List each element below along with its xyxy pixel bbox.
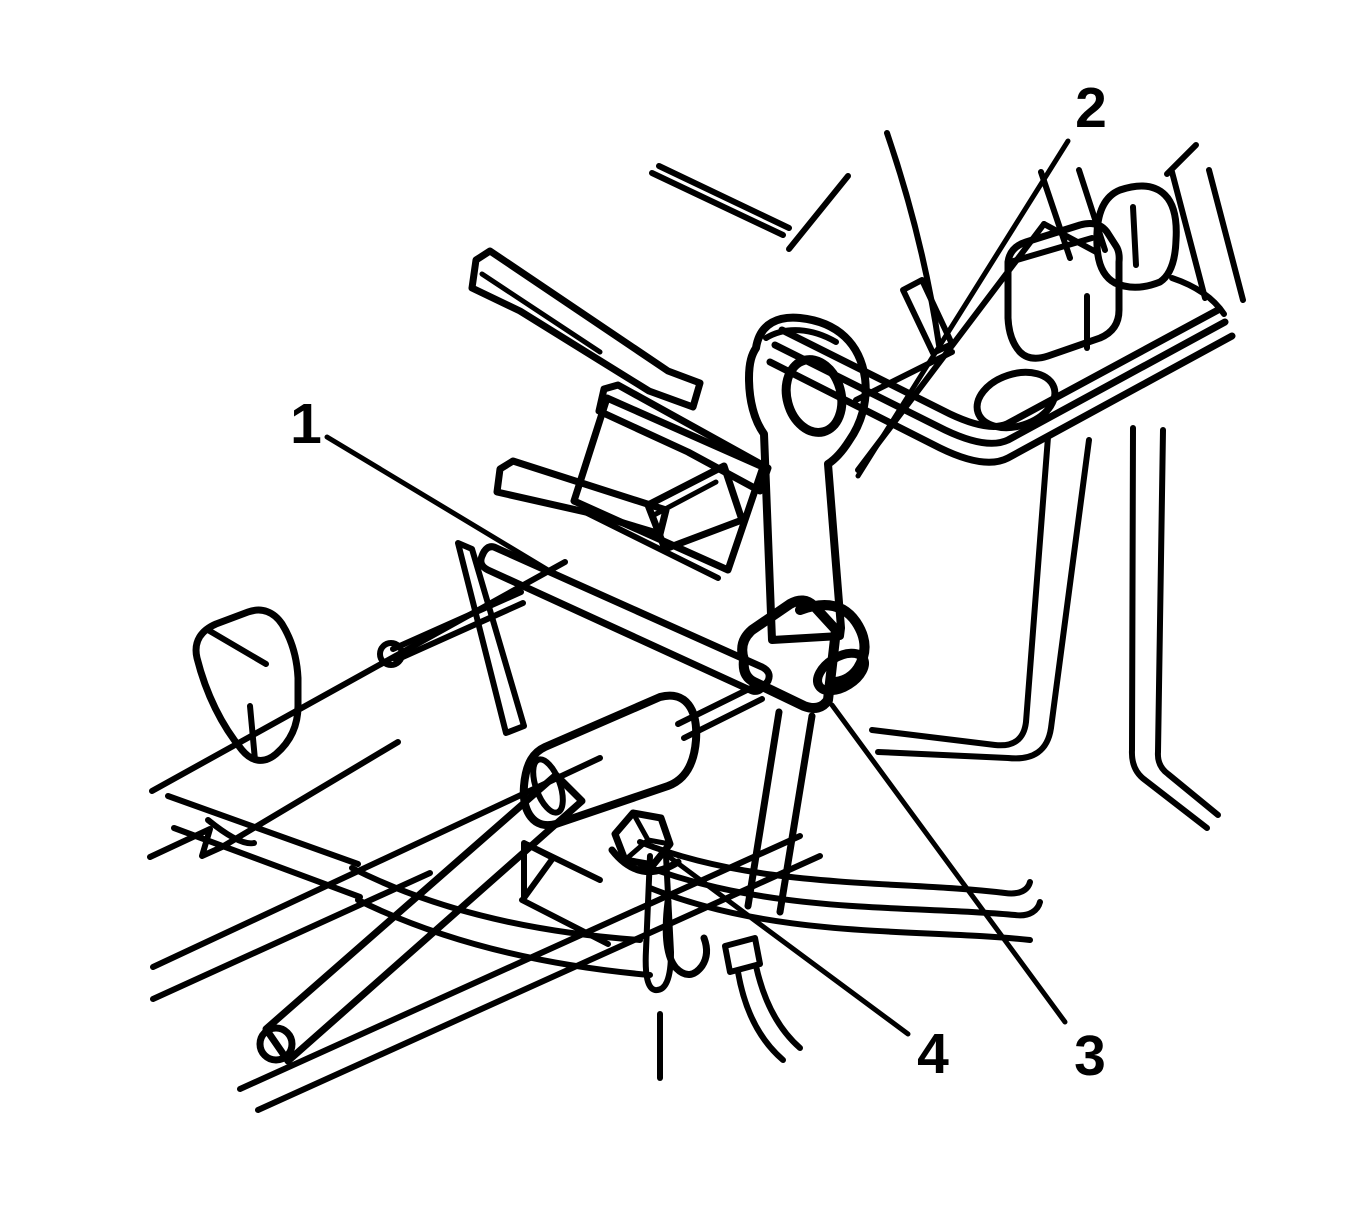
lower-right-rails	[637, 839, 1043, 943]
callout-1-leader	[324, 434, 556, 576]
callout-2-label: 2	[1075, 76, 1107, 140]
callout-2-leader	[855, 138, 1071, 479]
lever-arm	[745, 313, 870, 644]
plate-parallelogram	[570, 394, 767, 574]
blade-middle	[595, 381, 772, 495]
clip-pin	[813, 648, 869, 696]
clamp-cylinder	[519, 691, 701, 830]
selector-lever	[744, 313, 870, 916]
rubber-boss	[192, 606, 302, 764]
callout-3-label: 3	[1074, 1024, 1106, 1088]
hex-bolt	[611, 809, 674, 869]
cable-end-clip	[737, 595, 870, 713]
lever-eye-hole	[781, 355, 847, 437]
callout-1-label: 1	[290, 392, 322, 456]
callout-3-leader	[829, 702, 1068, 1025]
cable-tube	[256, 771, 586, 1065]
j-hook	[662, 898, 711, 978]
blade-upper	[468, 247, 704, 411]
plate-boss	[1004, 220, 1123, 362]
left-boss-bracket	[165, 606, 653, 978]
bracket-plates	[377, 163, 792, 736]
cable-clamp	[519, 682, 765, 876]
callout-4-label: 4	[917, 1022, 949, 1086]
crossmember-plate	[766, 182, 1236, 466]
crossmember-legs	[869, 142, 1246, 831]
grommet-tab	[1093, 182, 1180, 291]
callouts: 1 2 3 4	[290, 76, 1107, 1088]
lower-bracket	[519, 840, 803, 1081]
callout-4-leader	[665, 853, 911, 1037]
